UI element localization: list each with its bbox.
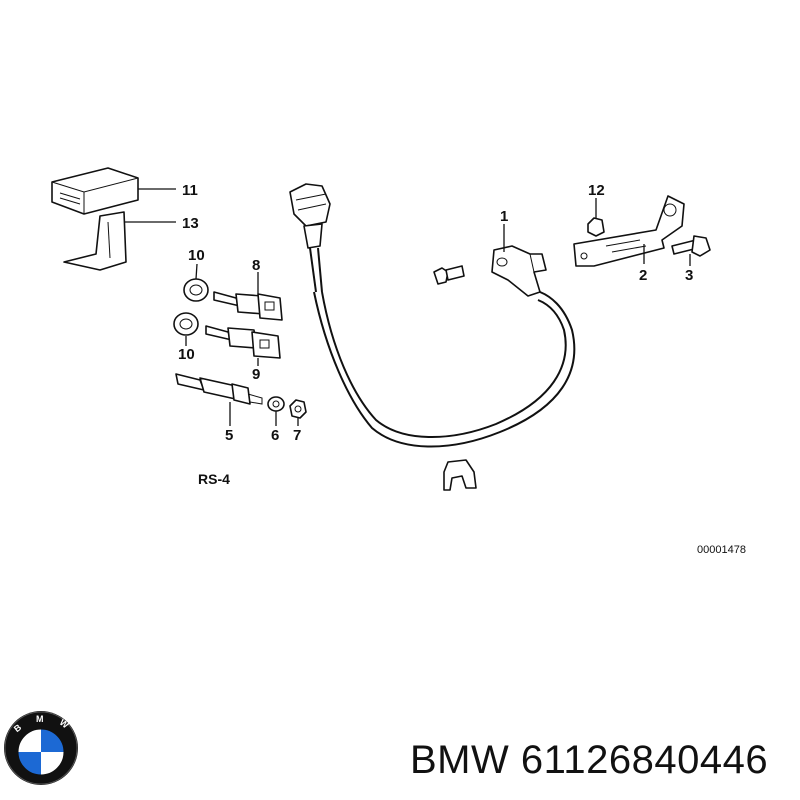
callout-10-lower: 10 — [178, 346, 195, 363]
probe-part-5 — [175, 373, 263, 405]
crankshaft-sensor-part-1 — [491, 245, 547, 297]
callout-13: 13 — [182, 215, 199, 232]
washer-part-6 — [267, 396, 285, 412]
sensor-cable-assembly — [289, 183, 576, 448]
part-number-caption: BMW 61126840446 — [410, 738, 769, 782]
callout-2: 2 — [639, 267, 647, 284]
temperature-sensor-part-9 — [205, 325, 281, 359]
callout-7: 7 — [293, 427, 301, 444]
callout-10-upper: 10 — [188, 247, 205, 264]
bmw-logo: B M W — [4, 711, 78, 785]
callout-9: 9 — [252, 366, 260, 383]
nut-part-12 — [587, 217, 605, 237]
bolt-part-3 — [671, 235, 711, 257]
cable-clip — [443, 459, 477, 491]
svg-text:M: M — [36, 714, 44, 724]
bolt-screw — [433, 265, 465, 285]
bracket-part-13 — [63, 211, 127, 271]
callout-8: 8 — [252, 257, 260, 274]
callout-6: 6 — [271, 427, 279, 444]
svg-text:B: B — [12, 722, 24, 734]
callout-5: 5 — [225, 427, 233, 444]
nut-part-7 — [289, 399, 307, 419]
leader-lines — [124, 188, 691, 426]
control-unit-part-11 — [51, 167, 139, 215]
callout-12: 12 — [588, 182, 605, 199]
drawing-code: 00001478 — [697, 544, 746, 556]
seal-ring-part-10-lower — [173, 312, 199, 336]
mounting-bracket-part-2 — [573, 195, 685, 267]
callout-11: 11 — [182, 182, 198, 199]
callout-3: 3 — [685, 267, 693, 284]
callout-1: 1 — [500, 208, 508, 225]
seal-ring-part-10-upper — [183, 278, 209, 302]
temperature-sensor-part-8 — [213, 291, 283, 321]
variant-label: RS-4 — [198, 471, 230, 487]
